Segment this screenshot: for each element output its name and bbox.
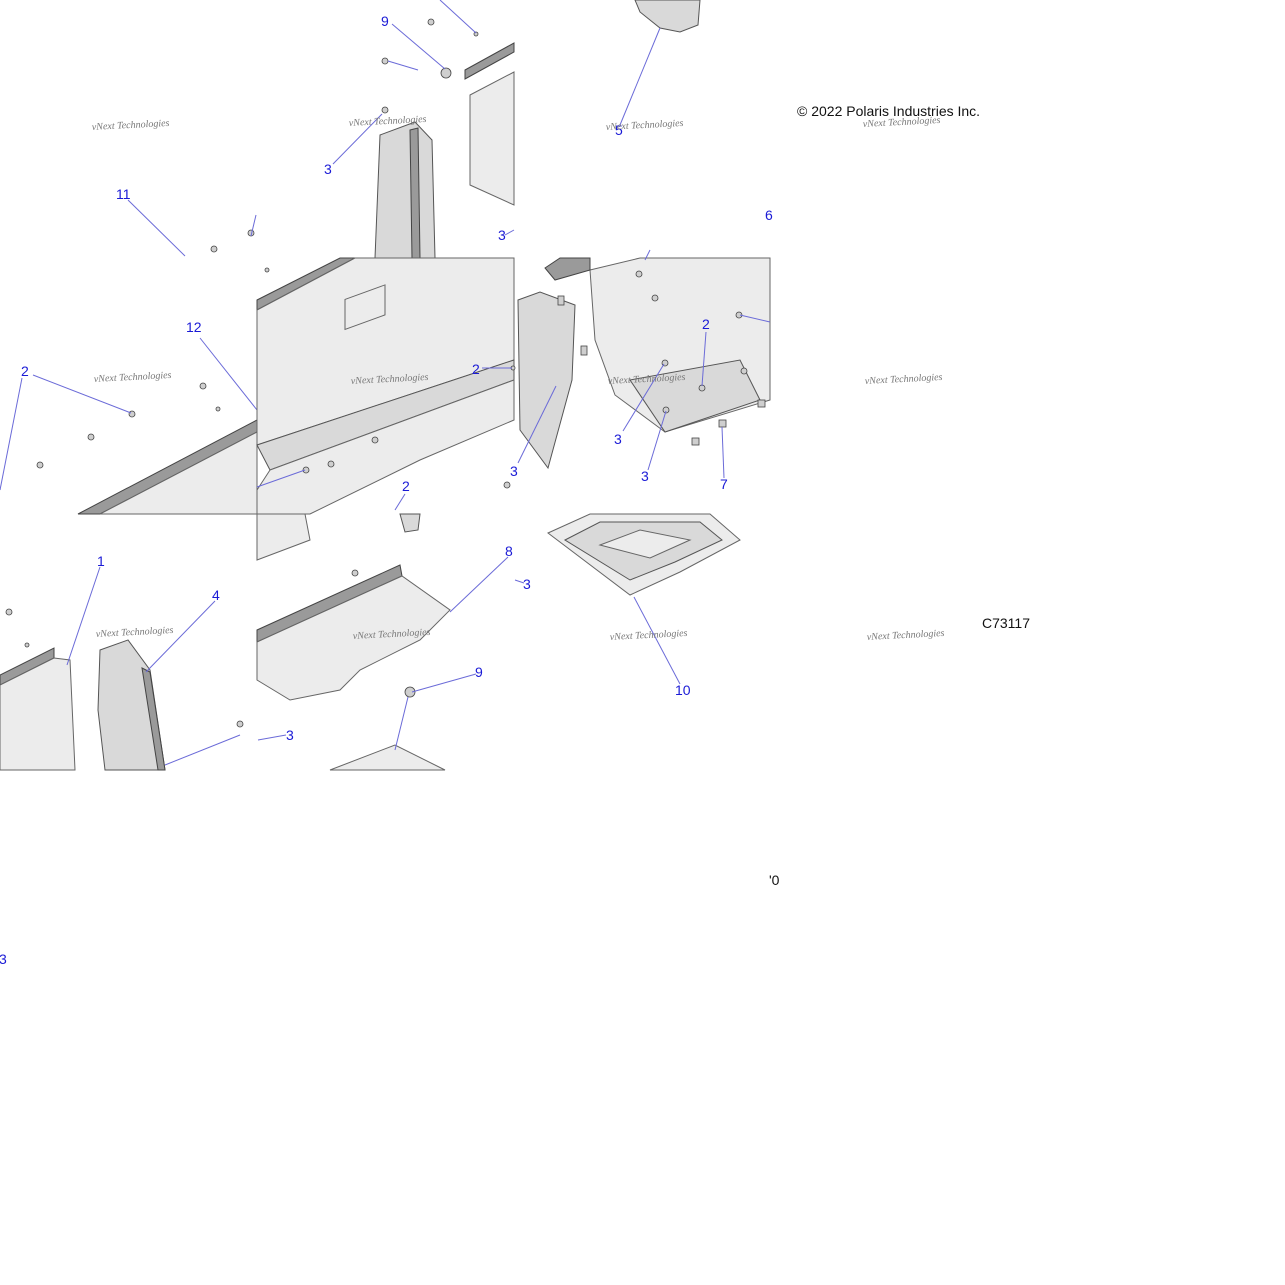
watermark: vNext Technologies xyxy=(865,372,943,387)
callout-3: 3 xyxy=(641,468,649,484)
watermark: vNext Technologies xyxy=(94,370,172,385)
watermark: vNext Technologies xyxy=(606,118,684,133)
callout-3: 3 xyxy=(614,431,622,447)
bed-side-panel-center xyxy=(256,257,516,515)
callout-8: 8 xyxy=(505,543,513,559)
watermark: vNext Technologies xyxy=(610,628,688,643)
storage-box-right xyxy=(517,249,771,479)
callout-1: 1 xyxy=(97,553,105,569)
watermark: vNext Technologies xyxy=(351,372,429,387)
callout-11: 11 xyxy=(116,186,131,202)
fragment-label: '0 xyxy=(769,872,780,888)
callout-2: 2 xyxy=(472,361,480,377)
callout-10: 10 xyxy=(675,682,691,698)
watermark: vNext Technologies xyxy=(608,372,686,387)
callout-3: 3 xyxy=(0,951,7,967)
hardware-bolts-upper-left xyxy=(210,214,257,253)
long-rail-left xyxy=(0,199,258,515)
watermark: vNext Technologies xyxy=(867,628,945,643)
figure-code: C73117 xyxy=(982,615,1030,631)
callout-6: 6 xyxy=(765,207,773,223)
rear-panel-top-center xyxy=(332,0,515,259)
callout-3: 3 xyxy=(286,727,294,743)
callout-2: 2 xyxy=(402,478,410,494)
callout-2: 2 xyxy=(702,316,710,332)
callout-9: 9 xyxy=(381,13,389,29)
callout-3: 3 xyxy=(523,576,531,592)
callout-9: 9 xyxy=(475,664,483,680)
floor-tray xyxy=(547,513,741,685)
bed-bracket-bottom-center xyxy=(256,513,525,771)
callout-7: 7 xyxy=(720,476,728,492)
watermark: vNext Technologies xyxy=(92,118,170,133)
watermark: vNext Technologies xyxy=(349,114,427,129)
callout-5: 5 xyxy=(615,122,623,138)
watermark: vNext Technologies xyxy=(96,625,174,640)
front-panel-bottom-left xyxy=(0,566,244,771)
callout-3: 3 xyxy=(498,227,506,243)
callout-12: 12 xyxy=(186,319,202,335)
callout-3: 3 xyxy=(324,161,332,177)
callout-labels: 9 3 5 11 3 6 12 2 2 2 3 3 3 7 2 1 4 8 3 … xyxy=(0,13,773,967)
watermarks: vNext Technologies vNext Technologies vN… xyxy=(92,114,945,643)
callout-2: 2 xyxy=(21,363,29,379)
copyright-text: © 2022 Polaris Industries Inc. xyxy=(797,103,980,119)
callout-3: 3 xyxy=(510,463,518,479)
side-cover-top xyxy=(619,0,701,126)
watermark: vNext Technologies xyxy=(863,115,941,130)
callout-4: 4 xyxy=(212,587,220,603)
watermark: vNext Technologies xyxy=(353,627,431,642)
